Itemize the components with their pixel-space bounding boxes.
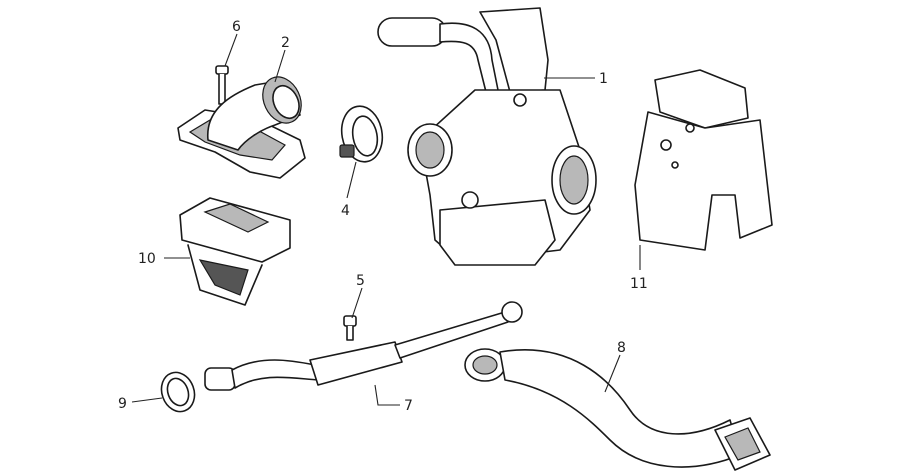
callout-2: 2 xyxy=(281,35,290,51)
callout-7: 7 xyxy=(404,398,413,414)
callout-labels: 6 2 1 4 10 11 5 7 8 9 xyxy=(118,19,648,414)
leader-lines xyxy=(131,33,641,406)
carburetor-part-1 xyxy=(377,7,597,266)
callout-11: 11 xyxy=(630,276,648,292)
bolt-part-6 xyxy=(343,315,357,341)
callout-5: 6 xyxy=(232,19,241,35)
callout-9: 9 xyxy=(118,396,127,412)
callout-1: 1 xyxy=(599,71,608,87)
callout-10: 10 xyxy=(138,251,156,267)
cover-part-11 xyxy=(634,69,773,251)
callout-8: 8 xyxy=(617,340,626,356)
intake-manifold-part-2 xyxy=(177,76,306,179)
intake-hose-part-8 xyxy=(464,348,771,471)
pipe-assembly-part-7 xyxy=(204,301,523,391)
hose-clamp-part-4 xyxy=(339,105,384,163)
callout-6: 5 xyxy=(356,273,365,289)
spring-clip-part-9 xyxy=(160,371,196,413)
callout-4: 4 xyxy=(341,203,350,219)
bolt-part-5 xyxy=(215,65,229,105)
reed-valve-part-10 xyxy=(179,197,291,306)
